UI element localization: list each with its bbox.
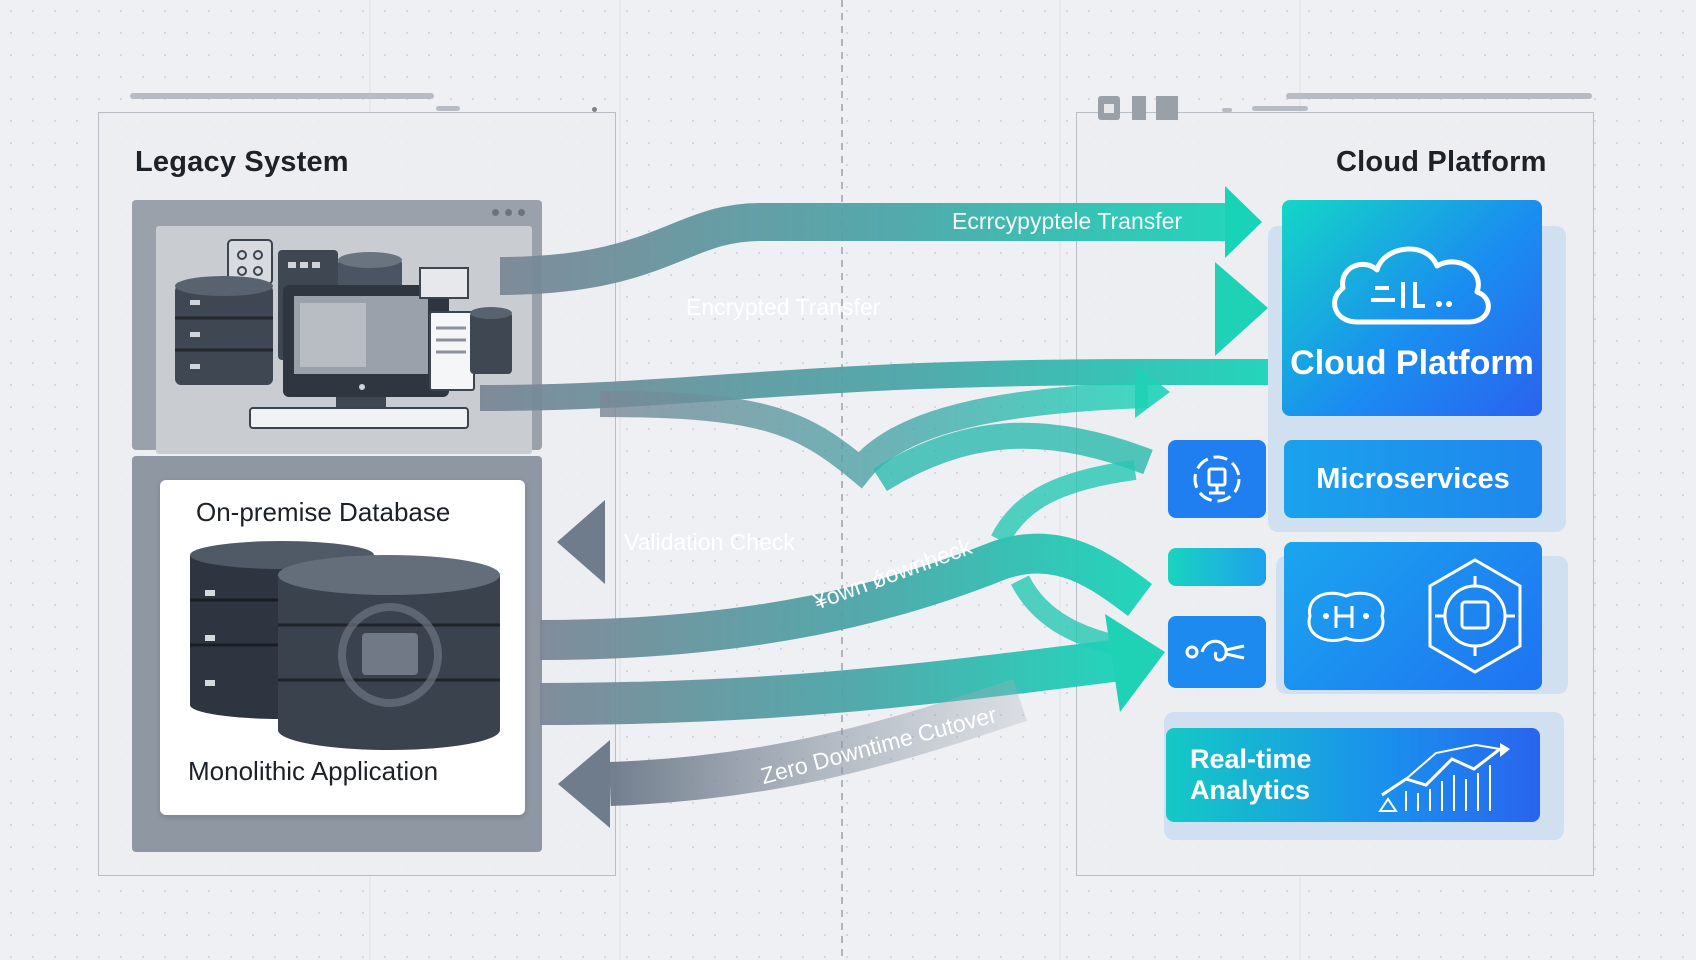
window-dots-icon	[492, 209, 532, 217]
cloud-platform-tile[interactable]: Cloud Platform	[1282, 200, 1542, 416]
flow-top-arrow	[499, 186, 1262, 295]
flow-validation-arrow	[557, 500, 880, 584]
cloud-panel-bar	[1222, 108, 1232, 112]
server-stack-icon	[175, 276, 273, 385]
service-icon-tile[interactable]	[1168, 440, 1266, 518]
analytics-label-line2: Analytics	[1190, 775, 1311, 805]
chip-octagon-icon	[1428, 558, 1522, 674]
bar-tile	[1168, 548, 1266, 586]
real-time-analytics-tile[interactable]: Real-time Analytics	[1166, 728, 1540, 822]
microservices-label: Microservices	[1316, 462, 1510, 495]
target-chip-icon	[1193, 455, 1241, 503]
cloud-panel-bar-3	[1286, 93, 1592, 99]
real-time-analytics-label: Real-time Analytics	[1190, 744, 1312, 806]
analytics-label-line1: Real-time	[1190, 744, 1312, 774]
cloud-panel-bar-2	[1252, 106, 1308, 111]
flow-validation-label: Validation Check	[624, 529, 795, 555]
flow-bundle-arrows	[479, 359, 1268, 492]
legacy-panel-dot	[592, 107, 597, 112]
circuit-brain-icon	[1307, 591, 1385, 643]
flow-cutover-arrow	[558, 679, 1027, 828]
flow-encrypted-arrow	[512, 262, 1268, 356]
legacy-panel-bar-2	[436, 106, 460, 111]
on-premise-database-title: On-premise Database	[196, 497, 451, 527]
analytics-chart-icon	[1378, 743, 1510, 812]
cloud-platform-title: Cloud Platform	[1336, 146, 1547, 178]
services-graphic-tile[interactable]	[1284, 542, 1542, 690]
monitor-icon	[249, 285, 469, 429]
cloud-panel-icons	[1098, 96, 1188, 122]
flow-lower-arrow	[539, 614, 1165, 725]
microservices-tile[interactable]: Microservices	[1284, 440, 1542, 518]
plug-icon	[1185, 639, 1245, 662]
monolithic-application-title: Monolithic Application	[188, 756, 439, 786]
legacy-panel-bar	[130, 93, 434, 99]
flow-top-label: Ecrrcypyptele Transfer	[952, 208, 1183, 234]
legacy-system-title: Legacy System	[135, 146, 349, 178]
flow-encrypted-label: Encrypted Transfer	[686, 294, 881, 320]
cloud-icon	[1332, 246, 1491, 324]
connector-icon-tile[interactable]	[1168, 616, 1266, 688]
cloud-platform-tile-label: Cloud Platform	[1290, 343, 1534, 382]
